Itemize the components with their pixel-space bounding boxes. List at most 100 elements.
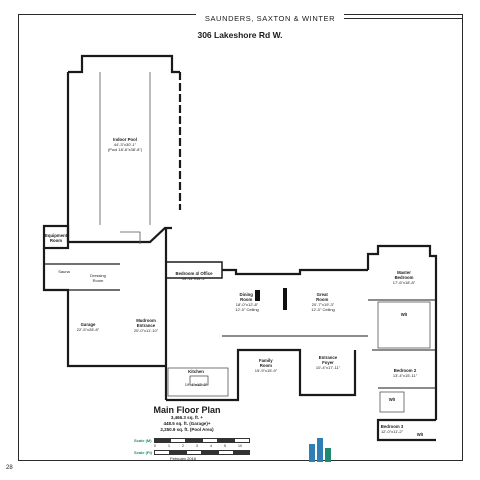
garage-wall (42, 248, 166, 368)
scale-segment (154, 437, 170, 443)
room-name: Kitchen (188, 369, 204, 374)
scale-m-label: Scale (M) (134, 437, 152, 443)
room-wi-bedroom3: W/I (417, 432, 423, 437)
bathroom (379, 391, 405, 413)
scale-segment (202, 437, 218, 443)
scale-ft-label: Scale (Ft) (134, 449, 153, 455)
firm-name: SAUNDERS, SAXTON & WINTER (196, 14, 344, 24)
scale-segment (186, 449, 202, 455)
scale-segment (186, 437, 202, 443)
room-name: Great Room (316, 292, 329, 302)
fireplace-furniture (255, 288, 287, 310)
room-family: Family Room 15'-9"x15'-9" (255, 358, 277, 373)
scale-tick: 5 (224, 444, 226, 448)
scale-segment (154, 449, 170, 455)
room-kitchen: Kitchen 19'-1"x12'-3" (185, 369, 207, 387)
room-sauna: Sauna (58, 269, 70, 274)
room-bedroom3: Bedroom 3 12'-0"x11'-2" (381, 424, 403, 434)
room-wi-bedroom2: W/I (389, 397, 395, 402)
room-garage: Garage 22'-5"x28'-8" (77, 322, 99, 332)
pool-note: (Pool 18'-6"x38'-8") (107, 147, 143, 152)
company-logo (307, 436, 343, 462)
scale-tick: 1 (168, 444, 170, 448)
scale-bar: Scale (M) 0 1 2 3 4 5 10 Scale (Ft) Febr… (134, 436, 252, 461)
kitchen-counter (167, 367, 229, 397)
room-name: Family Room (258, 358, 273, 368)
room-indoor-pool: Indoor Pool 44'-3"x30'-1" (Pool 18'-6"x3… (108, 137, 142, 152)
room-dim: 20'-7"x19'-3" (311, 302, 335, 307)
south-wall (166, 348, 357, 402)
room-ceiling: 12'-0" Ceiling (311, 307, 335, 312)
scale-m-row: Scale (M) (134, 436, 252, 444)
room-dim: 19'-1"x12'-3" (184, 382, 208, 387)
interior-details (99, 72, 431, 413)
room-name: Garage (80, 322, 96, 327)
pool-north-wall (68, 54, 180, 74)
header-rule (318, 18, 463, 19)
stair (120, 231, 141, 244)
room-name: Bedroom 4/ Office (175, 271, 213, 276)
room-dim: 15'-9"x15'-9" (254, 368, 278, 373)
area-garage: 448.5 sq. ft. (Garage)+ (163, 421, 211, 426)
room-name: W/I (416, 432, 424, 437)
room-dim: 20'-0"x11'-10" (133, 328, 159, 333)
scale-segment (234, 449, 250, 455)
exterior-walls (42, 54, 438, 442)
room-name: Entrance Foyer (318, 355, 338, 365)
room-dim: 12'-0"x11'-2" (380, 429, 404, 434)
room-name: Master Bedroom (394, 270, 414, 280)
scale-ticks: 0 1 2 3 4 5 10 (154, 444, 252, 448)
scale-tick: 3 (196, 444, 198, 448)
room-name: Dining Room (239, 292, 253, 302)
scale-ft-row: Scale (Ft) (134, 448, 252, 456)
room-ceiling: 12'-0" Ceiling (235, 307, 259, 312)
room-name: W/I (400, 312, 408, 317)
plan-date: February 2016 (170, 456, 197, 461)
room-equipment: Equipment Room (45, 233, 67, 243)
scale-m-bar (154, 437, 250, 443)
scale-ft-bar (154, 449, 250, 455)
room-name: Mudroom Entrance (136, 318, 156, 328)
room-bedroom4: Bedroom 4/ Office 14'-11"x14'-2" (175, 271, 212, 281)
room-dim: 44'-3"x30'-1" (113, 142, 137, 147)
room-great: Great Room 20'-7"x19'-3" 12'-0" Ceiling (311, 292, 335, 312)
logo-bar (309, 444, 315, 462)
room-name: Dressing Room (90, 273, 106, 283)
great-room-north-wall (222, 268, 368, 276)
scale-segment (202, 449, 218, 455)
scale-tick: 2 (182, 444, 184, 448)
dining-table (255, 290, 260, 301)
kitchen-island (189, 375, 209, 386)
ensuite (377, 301, 431, 349)
equipment-room-wall (42, 224, 70, 250)
room-dining: Dining Room 18'-0"x12'-8" 12'-0" Ceiling (235, 292, 259, 312)
scale-tick: 0 (154, 444, 156, 448)
room-dim: 13'-4"x15'-11" (392, 373, 418, 378)
scale-segment (218, 437, 234, 443)
room-dim: 14'-11"x14'-2" (181, 276, 207, 281)
scale-tick: 10 (238, 444, 242, 448)
room-name: Bedroom 3 (380, 424, 404, 429)
room-bedroom2: Bedroom 2 13'-4"x15'-11" (393, 368, 417, 378)
page-number: 28 (6, 465, 13, 471)
scale-segment (234, 437, 250, 443)
fireplace (283, 288, 287, 310)
scale-segment (170, 437, 186, 443)
room-master: Master Bedroom 17'-6"x18'-8" (389, 270, 419, 285)
scale-segment (218, 449, 234, 455)
room-dim: 18'-0"x12'-8" (235, 302, 259, 307)
scale-tick: 4 (210, 444, 212, 448)
room-name: W/I (388, 397, 396, 402)
room-dressing: Dressing Room (86, 273, 110, 283)
room-dim: 22'-5"x28'-8" (76, 327, 100, 332)
logo-bar (317, 438, 323, 462)
room-name: Sauna (58, 269, 70, 274)
room-dim: 10'-4"x17'-11" (315, 365, 341, 370)
pool-south-wall (68, 226, 172, 244)
property-address: 306 Lakeshore Rd W. (197, 30, 283, 40)
plan-title-block: Main Floor Plan 3,466.3 sq. ft. + 448.5 … (142, 405, 232, 433)
area-pool: 2,250.9 sq. ft. (Pool Area) (160, 427, 214, 432)
east-wing-wall (366, 244, 438, 420)
scale-segment (170, 449, 186, 455)
